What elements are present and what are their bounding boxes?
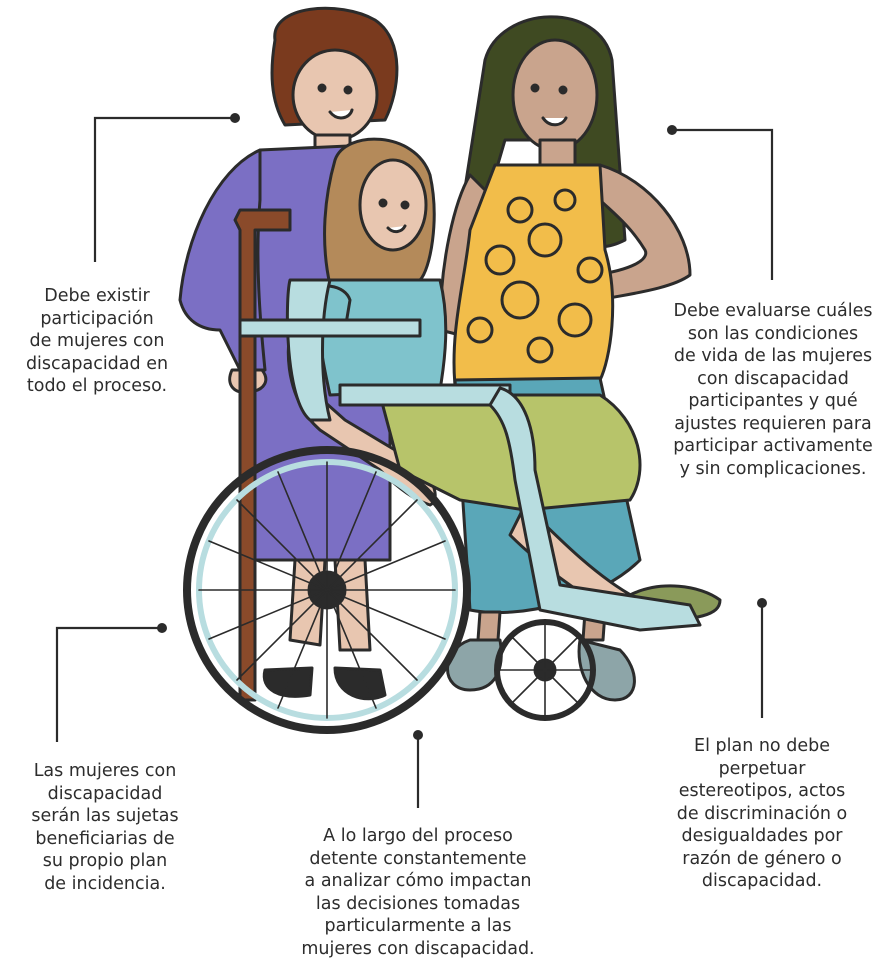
callout-participation: Debe existir participación de mujeres co… <box>25 286 169 396</box>
connector-beneficiaries <box>55 626 162 742</box>
connector-dot-icon <box>230 113 240 123</box>
connector-participation <box>93 116 235 262</box>
callout-living-conditions: Debe evaluarse cuáles son las condicione… <box>673 301 873 479</box>
connector-dot-icon <box>667 125 677 135</box>
callout-beneficiaries: Las mujeres con discapacidad serán las s… <box>31 761 179 894</box>
connector-dot-icon <box>157 623 167 633</box>
callout-stereotypes: El plan no debe perpetuar estereotipos, … <box>676 736 848 891</box>
wheelchair <box>183 278 702 734</box>
connector-dot-icon <box>757 598 767 608</box>
connector-dot-icon <box>413 730 423 740</box>
callout-analysis: A lo largo del proceso detente constante… <box>301 826 535 959</box>
connector-living-conditions <box>672 128 774 280</box>
